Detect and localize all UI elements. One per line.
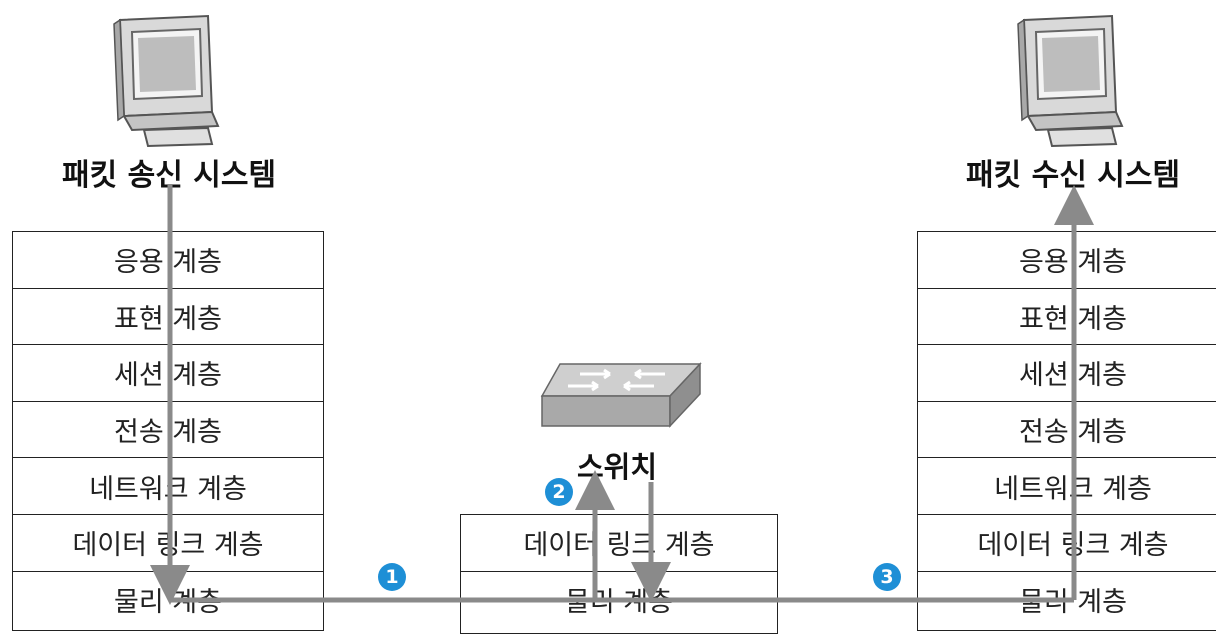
- receiver-layer-presentation: 표현 계층: [918, 289, 1216, 346]
- switch-icon: [540, 362, 702, 428]
- switch-layer-physical: 물리 계층: [565, 587, 673, 619]
- receiver-layer-physical: 물리 계층: [1019, 587, 1127, 619]
- switch-label: 스위치: [577, 450, 658, 484]
- receiver-layer-network: 네트워크 계층: [918, 458, 1216, 515]
- sender-osi-stack: 응용 계층 표현 계층 세션 계층 전송 계층 네트워크 계층 데이터 링크 계…: [12, 231, 324, 631]
- step-badge-3: 3: [873, 563, 901, 591]
- sender-layer-network: 네트워크 계층: [13, 458, 323, 515]
- sender-label: 패킷 송신 시스템: [62, 158, 277, 193]
- sender-layer-presentation: 표현 계층: [13, 289, 323, 346]
- sender-layer-datalink: 데이터 링크 계층: [13, 515, 323, 572]
- sender-layer-application: 응용 계층: [13, 232, 323, 289]
- receiver-osi-stack: 응용 계층 표현 계층 세션 계층 전송 계층 네트워크 계층 데이터 링크 계…: [917, 231, 1216, 631]
- receiver-layer-session: 세션 계층: [918, 345, 1216, 402]
- receiver-layer-datalink: 데이터 링크 계층: [918, 515, 1216, 572]
- step-badge-2: 2: [545, 478, 573, 506]
- step-badge-1: 1: [378, 563, 406, 591]
- receiver-layer-transport: 전송 계층: [918, 402, 1216, 459]
- sender-layer-transport: 전송 계층: [13, 402, 323, 459]
- receiver-label: 패킷 수신 시스템: [966, 158, 1181, 193]
- receiver-layer-application: 응용 계층: [918, 232, 1216, 289]
- switch-layer-datalink: 데이터 링크 계층: [461, 515, 777, 572]
- receiver-computer-icon: [1017, 14, 1124, 147]
- switch-stack: 데이터 링크 계층 물리 계층: [460, 514, 778, 634]
- sender-layer-physical: 물리 계층: [114, 587, 222, 619]
- sender-computer-icon: [113, 14, 220, 147]
- sender-layer-session: 세션 계층: [13, 345, 323, 402]
